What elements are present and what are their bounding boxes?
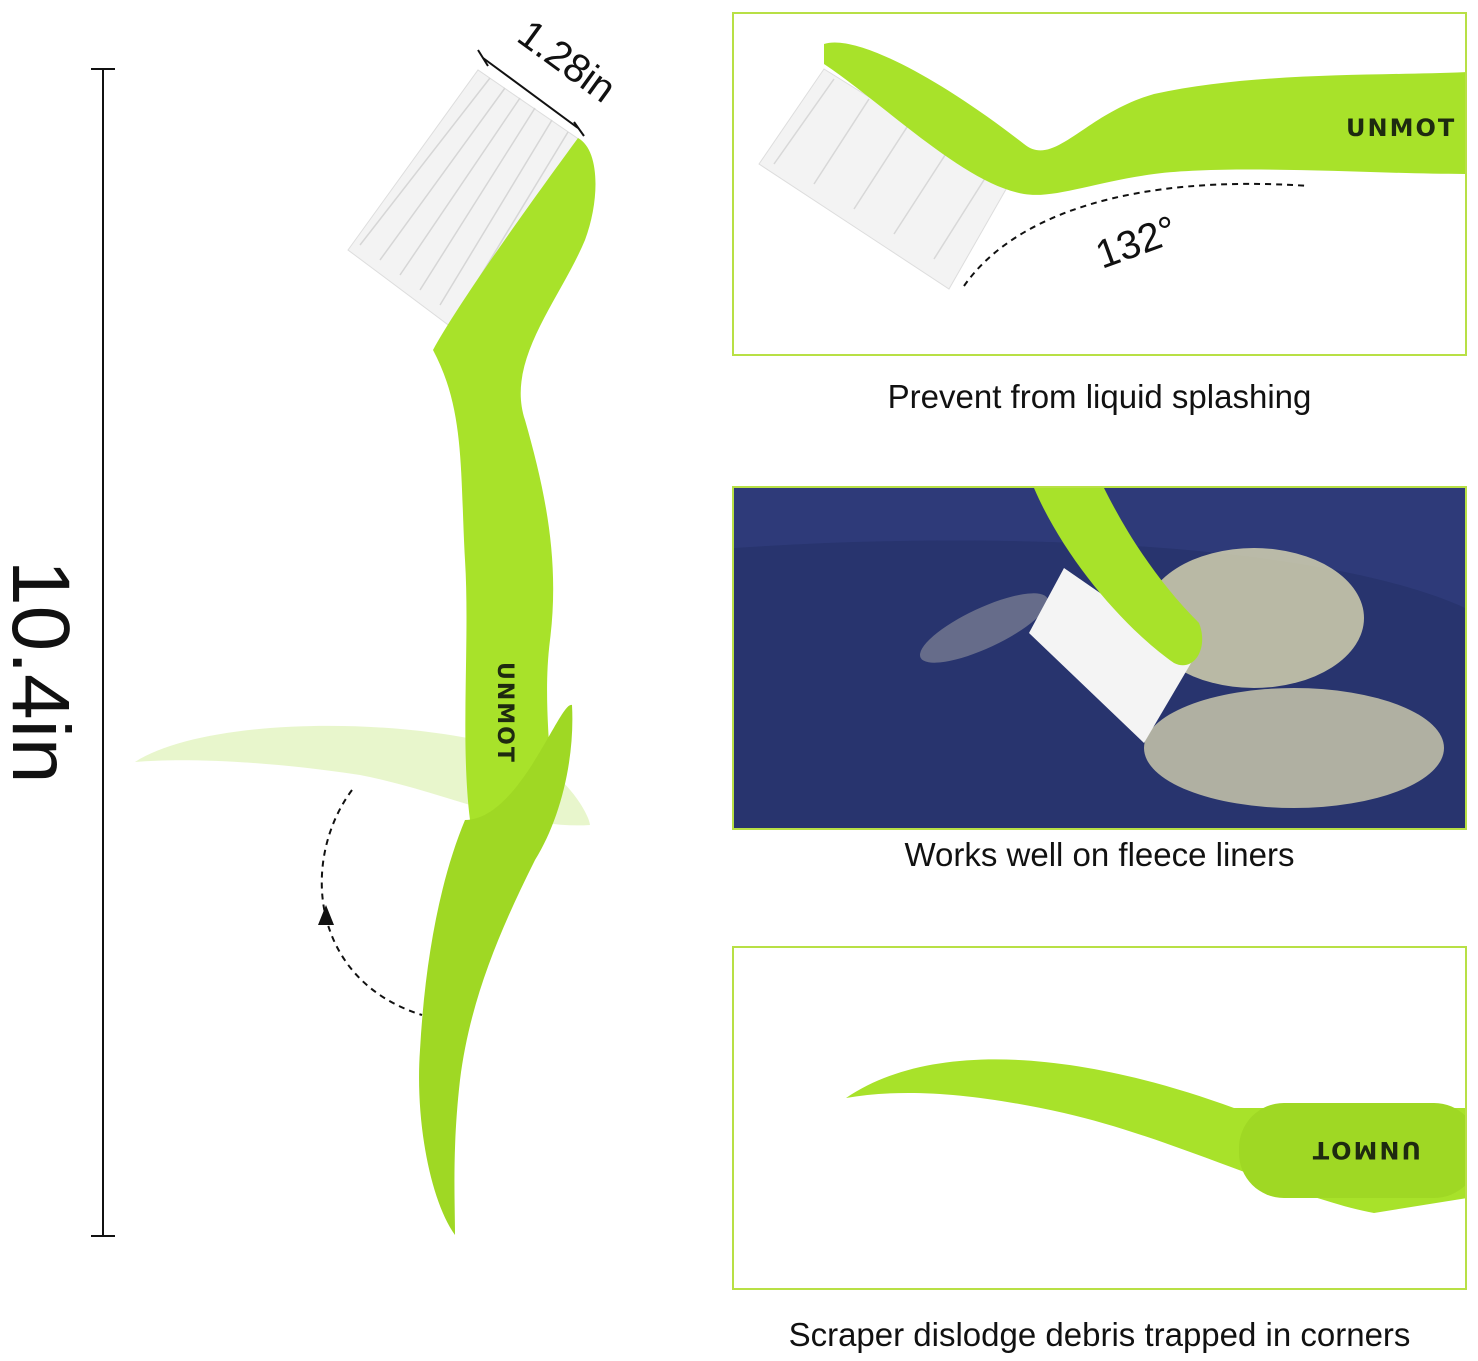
handle-end (1239, 1103, 1465, 1198)
brand-logo-inverted: UNMOT (1311, 1136, 1421, 1164)
brand-logo-vertical: UNMOT (492, 662, 517, 764)
scraper-illustration: UNMOT (846, 1059, 1465, 1213)
brush-in-use (1034, 488, 1203, 666)
angle-label: 132° (1090, 208, 1183, 278)
rotation-arc-icon (320, 789, 423, 1016)
panel-splash-guard: UNMOT 132° (732, 12, 1467, 356)
caption-scraper: Scraper dislodge debris trapped in corne… (788, 1316, 1411, 1353)
length-dimension-line (91, 68, 115, 1237)
fleece-photo (734, 488, 1465, 828)
brush-handle (433, 138, 596, 841)
brand-logo: UNMOT (1346, 114, 1456, 142)
brush-width-label: 1.28in (510, 12, 624, 112)
arrow-head-icon (318, 905, 334, 925)
angle-arc (963, 182, 1310, 287)
main-product-illustration: UNMOT 1.28in (91, 12, 624, 1237)
panel-scraper: UNMOT (732, 946, 1467, 1290)
brush-head (824, 42, 1465, 195)
panel-fleece (732, 486, 1467, 830)
caption-splash: Prevent from liquid splashing (887, 378, 1312, 415)
angle-illustration: UNMOT 132° (758, 42, 1465, 290)
length-label: 10.4in (0, 560, 86, 784)
width-dimension-line (477, 49, 585, 137)
scraper (419, 704, 573, 1235)
caption-fleece: Works well on fleece liners (904, 836, 1295, 873)
